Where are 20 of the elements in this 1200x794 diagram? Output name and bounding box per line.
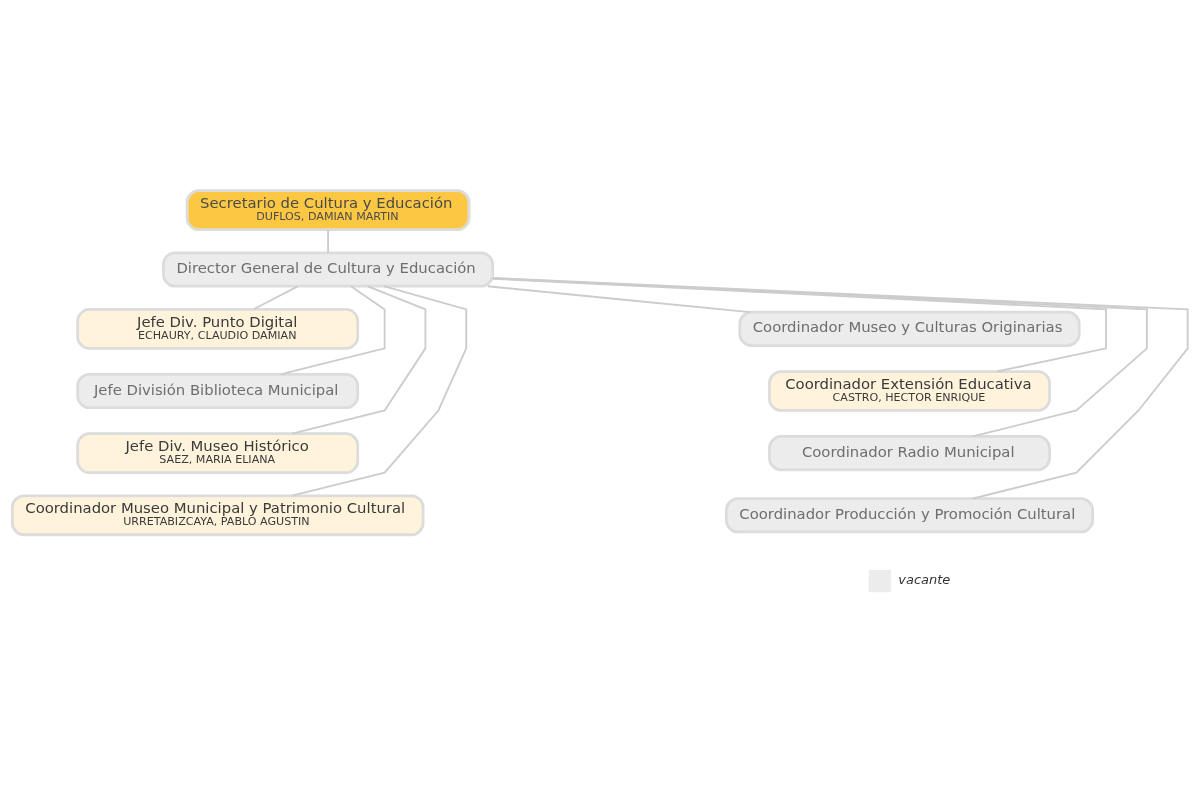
connector xyxy=(279,284,386,375)
connector xyxy=(486,284,751,313)
connector xyxy=(291,284,468,497)
node-box: Jefe Div. Museo Histórico SAEZ, MARIA ELIANA xyxy=(76,431,360,474)
node-box: Coordinador Producción y Promoción Cultural xyxy=(724,496,1095,533)
connector xyxy=(291,284,427,435)
node-box: Coordinador Museo Municipal y Patrimonio Cultural URRETABIZCAYA, PABLO AGUSTIN xyxy=(10,493,425,536)
legend-label: vacante xyxy=(898,571,951,587)
node-box: Coordinador Museo y Culturas Originarias xyxy=(738,310,1081,347)
node-box: Jefe Div. Punto Digital ECHAURY, CLAUDIO DAMIAN xyxy=(76,307,360,350)
connector xyxy=(327,228,329,254)
node-box: Director General de Cultura y Educación xyxy=(162,250,495,288)
node-box: Jefe División Biblioteca Municipal xyxy=(76,372,360,409)
connector xyxy=(491,277,1107,372)
node-box: Coordinador Extensión Educativa CASTRO, HECTOR ENRIQUE xyxy=(768,369,1051,412)
connector xyxy=(491,276,1189,499)
connector xyxy=(252,284,299,310)
node-box: Secretario de Cultura y Educación DUFLOS, DAMIAN MARTIN xyxy=(185,188,471,231)
connector xyxy=(491,276,1148,437)
node-box: Coordinador Radio Municipal xyxy=(768,434,1051,471)
